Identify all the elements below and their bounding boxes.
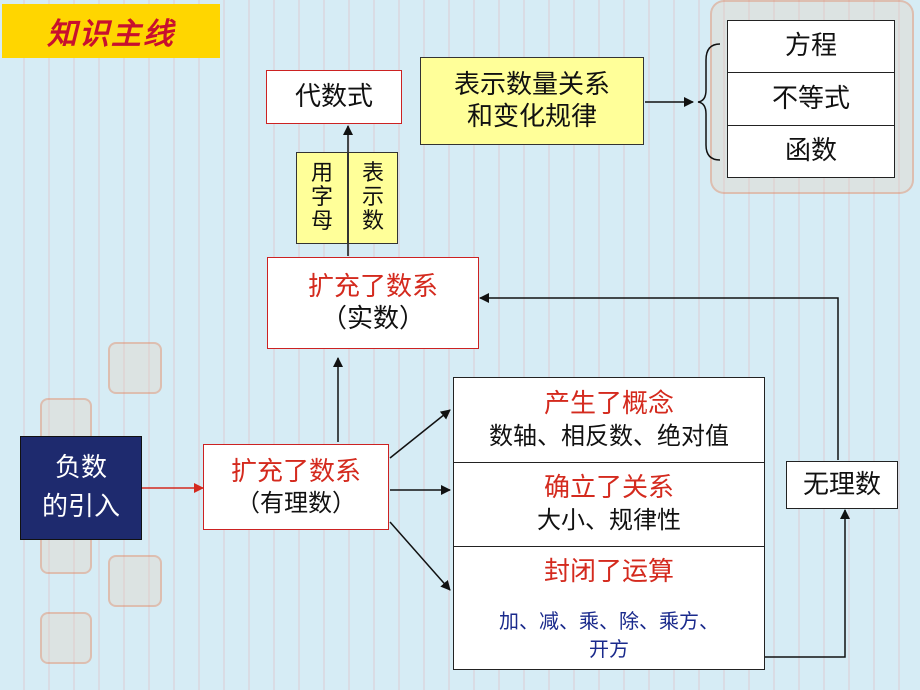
real-numbers-label: （实数） — [320, 304, 425, 334]
rational-expand-label: 扩充了数系 — [230, 456, 361, 487]
outcome-cell: 方程 — [728, 21, 894, 74]
seal-stamp-decoration — [40, 612, 92, 664]
concepts-title: 产生了概念 — [543, 389, 674, 420]
relations-detail: 大小、规律性 — [537, 505, 681, 534]
relation-line2: 和变化规律 — [466, 102, 597, 132]
operations-detail-line1: 加、减、乘、除、乘方、 — [499, 608, 719, 633]
arrow-to-operations — [389, 521, 451, 591]
outcome-function: 函数 — [784, 136, 837, 167]
negative-line2: 的引入 — [41, 492, 120, 522]
seal-stamp-decoration — [108, 342, 162, 394]
arrow-irrational-to-real — [479, 293, 839, 460]
real-expand-label: 扩充了数系 — [307, 271, 438, 302]
irrational-label: 无理数 — [802, 469, 881, 500]
algebraic-expr-label: 代数式 — [294, 81, 373, 112]
outcomes-table: 方程 不等式 函数 — [727, 20, 895, 178]
relation-line1: 表示数量关系 — [453, 69, 610, 100]
letters-box-left: 用字母 — [296, 152, 348, 244]
relations-title: 确立了关系 — [543, 473, 674, 504]
algebraic-expr-box: 代数式 — [266, 70, 402, 124]
irrational-numbers-box: 无理数 — [786, 461, 898, 509]
outcome-inequality: 不等式 — [771, 83, 850, 114]
letters-box-right: 表示数 — [348, 152, 398, 244]
rational-numbers-label: （有理数） — [236, 489, 356, 518]
consequences-panel: 产生了概念 数轴、相反数、绝对值 确立了关系 大小、规律性 封闭了运算 加、减、… — [453, 377, 765, 670]
operations-detail-line2: 开方 — [589, 636, 629, 661]
relations-section: 确立了关系 大小、规律性 — [454, 462, 764, 547]
seal-stamp-decoration — [108, 555, 162, 607]
letters-label: 用字母 — [311, 160, 334, 235]
page-title: 知识主线 — [2, 4, 220, 58]
outcome-equation: 方程 — [784, 31, 837, 62]
negative-numbers-box: 负数 的引入 — [20, 436, 142, 540]
outcome-cell: 不等式 — [728, 73, 894, 126]
real-numbers-box: 扩充了数系 （实数） — [267, 257, 479, 349]
negative-line1: 负数 — [54, 453, 107, 483]
concepts-section: 产生了概念 数轴、相反数、绝对值 — [454, 378, 764, 463]
curly-brace — [697, 43, 721, 161]
represent-numbers-label: 表示数 — [362, 160, 385, 235]
arrow-to-concepts — [389, 409, 451, 459]
rational-numbers-box: 扩充了数系 （有理数） — [203, 444, 389, 530]
operations-title: 封闭了运算 — [543, 557, 674, 587]
outcome-cell: 函数 — [728, 126, 894, 177]
operations-section: 封闭了运算 加、减、乘、除、乘方、 开方 — [454, 546, 764, 669]
concepts-detail: 数轴、相反数、绝对值 — [489, 421, 729, 450]
relation-box: 表示数量关系 和变化规律 — [420, 57, 644, 145]
